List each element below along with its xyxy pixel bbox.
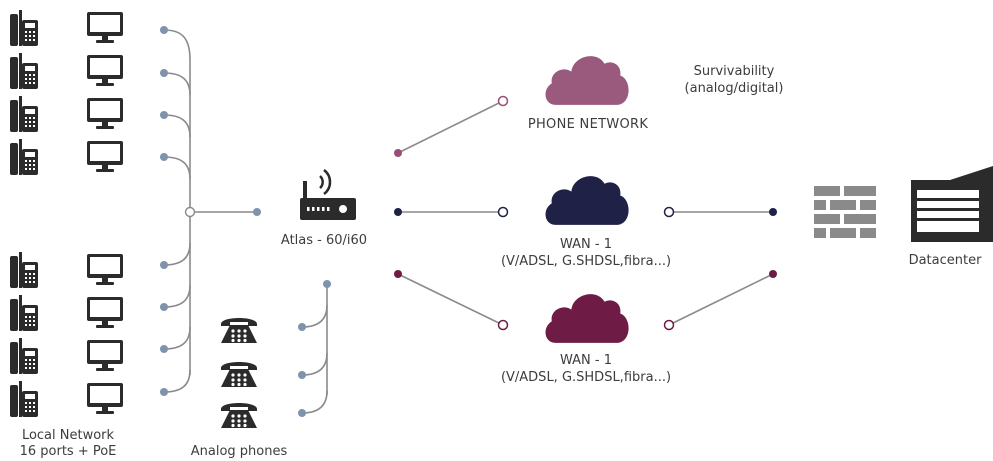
node-dot	[160, 303, 168, 311]
node-wan-bottom-exit	[663, 319, 675, 331]
analog-phone-icon	[221, 318, 257, 343]
node-wan-bottom-in	[497, 319, 509, 331]
monitor-icon	[87, 12, 123, 43]
local-network-sublabel: 16 ports + PoE	[19, 444, 117, 459]
datacenter-label: Datacenter	[908, 253, 982, 268]
monitor-icon	[87, 55, 123, 86]
node-wan-top-dc	[769, 208, 777, 216]
analog-phones-label: Analog phones	[190, 444, 288, 459]
firewall-icon	[814, 186, 876, 238]
local-network-label: Local Network	[21, 428, 115, 443]
ip-phone-icon	[10, 338, 38, 374]
node-dot	[160, 261, 168, 269]
node-dot	[160, 69, 168, 77]
wan-links	[397, 100, 774, 326]
monitor-icon	[87, 141, 123, 172]
ip-phone-icon	[10, 96, 38, 132]
ip-phone-icon	[10, 381, 38, 417]
node-dot	[323, 280, 331, 288]
node-phone-in	[497, 95, 509, 107]
node-wan-bottom-dc	[769, 270, 777, 278]
monitor-icon	[87, 340, 123, 371]
ip-phone-icon	[10, 53, 38, 89]
node-dot	[160, 153, 168, 161]
desk-phones	[10, 10, 38, 417]
node-dot	[160, 26, 168, 34]
atlas-label: Atlas - 60/i60	[280, 233, 368, 248]
junction-node	[184, 206, 196, 218]
server-rack-icon	[911, 166, 993, 242]
analog-phone-icon	[221, 362, 257, 387]
node-wan-bottom-out	[394, 270, 402, 278]
analog-phones-wiring	[301, 284, 328, 414]
node-phone-out	[394, 149, 402, 157]
ip-phone-icon	[10, 10, 38, 46]
node-dot	[160, 345, 168, 353]
survivability-sublabel: (analog/digital)	[684, 81, 784, 96]
monitor-icon	[87, 297, 123, 328]
wan-top-label: WAN - 1	[560, 237, 612, 252]
analog-phones	[221, 318, 257, 428]
monitor-icon	[87, 98, 123, 129]
wan-bottom-cloud-icon	[545, 294, 629, 343]
router-icon	[300, 169, 356, 220]
phone-network-label: PHONE NETWORK	[527, 117, 649, 132]
ip-phone-icon	[10, 139, 38, 175]
monitor-icon	[87, 254, 123, 285]
wan-bottom-sublabel: (V/ADSL, G.SHDSL,fibra...)	[500, 370, 672, 385]
node-dot	[253, 208, 261, 216]
wan-nodes	[394, 95, 777, 331]
local-network-nodes	[160, 26, 331, 417]
wan-top-sublabel: (V/ADSL, G.SHDSL,fibra...)	[500, 254, 672, 269]
node-dot	[160, 111, 168, 119]
survivability-label: Survivability	[693, 64, 775, 79]
node-dot	[298, 409, 306, 417]
ip-phone-icon	[10, 252, 38, 288]
node-dot	[298, 323, 306, 331]
node-wan-top-out	[394, 208, 402, 216]
node-dot	[160, 388, 168, 396]
wan-bottom-label: WAN - 1	[560, 353, 612, 368]
node-wan-top-in	[497, 206, 509, 218]
node-wan-top-exit	[663, 206, 675, 218]
node-dot	[298, 371, 306, 379]
analog-phone-icon	[221, 403, 257, 428]
wan-top-cloud-icon	[545, 176, 629, 225]
ip-phone-icon	[10, 295, 38, 331]
monitors	[87, 12, 123, 414]
phone-network-cloud-icon	[545, 56, 629, 105]
monitor-icon	[87, 383, 123, 414]
local-network-wiring	[163, 29, 257, 393]
